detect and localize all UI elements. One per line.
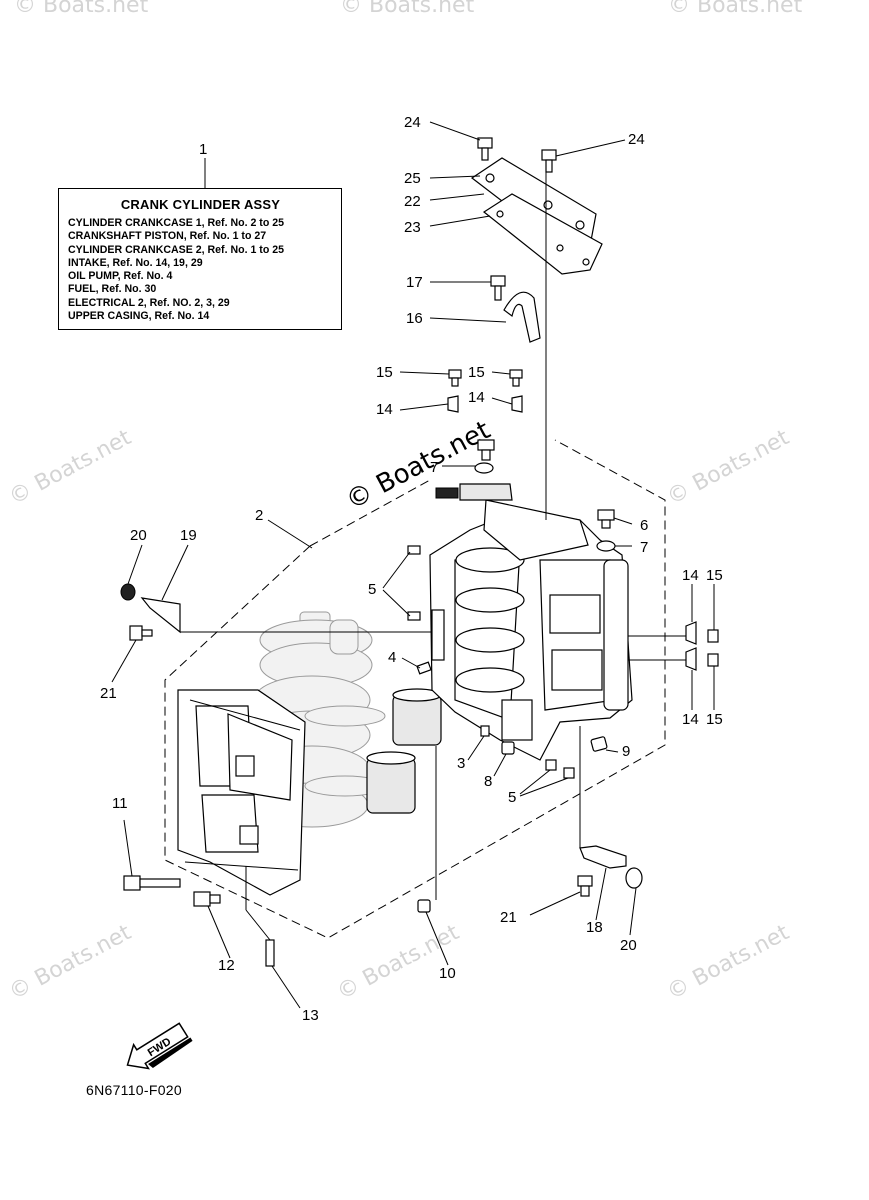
callout-20: 20 (620, 937, 637, 954)
callout-15: 15 (706, 711, 723, 728)
assembly-ref-line: UPPER CASING, Ref. No. 14 (68, 310, 210, 323)
callout-14: 14 (682, 567, 699, 584)
callout-4: 4 (388, 649, 396, 666)
dowel-8 (501, 741, 515, 755)
callout-16: 16 (406, 310, 423, 327)
watermark: © Boats.net (14, 0, 149, 18)
dowel-10 (417, 899, 431, 913)
callout-25: 25 (404, 170, 421, 187)
washer-20 (120, 583, 136, 601)
callout-10: 10 (439, 965, 456, 982)
assembly-ref-line: INTAKE, Ref. No. 14, 19, 29 (68, 256, 203, 269)
bolt-15 (509, 369, 523, 387)
watermark: © Boats.net (663, 920, 794, 1005)
assembly-ref-line: ELECTRICAL 2, Ref. NO. 2, 3, 29 (68, 296, 230, 309)
leader-lines (111, 121, 715, 1009)
intake-plate-19 (140, 597, 181, 634)
assembly-ref-line: CYLINDER CRANKCASE 2, Ref. No. 1 to 25 (68, 243, 285, 256)
callout-1: 1 (199, 141, 207, 158)
bolt-17 (490, 275, 506, 301)
callout-22: 22 (404, 193, 421, 210)
callout-8: 8 (484, 773, 492, 790)
watermark-layer: © Boats.net © Boats.net © Boats.net © Bo… (5, 0, 803, 1005)
screw-21-right (577, 875, 593, 897)
callout-5: 5 (368, 581, 376, 598)
forward-arrow-icon: FWD (126, 1022, 193, 1070)
callout-13: 13 (302, 1007, 319, 1024)
fitting-5 (407, 545, 421, 621)
piston-upper (392, 688, 442, 746)
callout-15: 15 (376, 364, 393, 381)
assembly-ref-line: CYLINDER CRANKCASE 1, Ref. No. 2 to 25 (68, 217, 285, 229)
callout-14: 14 (376, 401, 393, 418)
hose-clamp (503, 291, 541, 343)
washer-7 (474, 462, 494, 474)
bolt-12 (193, 891, 221, 907)
callout-numbers: 1 2 3 4 5 5 6 7 7 8 9 10 11 12 13 14 14 … (100, 114, 723, 1024)
crankcase (177, 689, 306, 896)
bracket-14 (511, 395, 523, 413)
assembly-outline (164, 439, 666, 939)
watermark: © Boats.net (5, 425, 136, 510)
watermark: © Boats.net (663, 425, 794, 510)
watermark: © Boats.net (668, 0, 803, 18)
callout-24: 24 (404, 114, 421, 131)
callout-23: 23 (404, 219, 421, 236)
pin-3 (480, 725, 490, 737)
bracket-18 (579, 845, 627, 869)
bolt-15 (448, 369, 462, 387)
assembly-title: CRANK CYLINDER ASSY (120, 197, 281, 212)
callout-11: 11 (112, 795, 128, 812)
assembly-info-box: CRANK CYLINDER ASSY CYLINDER CRANKCASE 1… (58, 188, 342, 330)
callout-7: 7 (640, 539, 648, 556)
callout-14: 14 (468, 389, 485, 406)
bolt-15-right (707, 629, 719, 667)
cap-20 (625, 867, 643, 889)
bolt-6 (597, 509, 615, 529)
piston-lower (366, 751, 416, 814)
callout-5: 5 (508, 789, 516, 806)
callout-3: 3 (457, 755, 465, 772)
callout-17: 17 (406, 274, 423, 291)
callout-20: 20 (130, 527, 147, 544)
watermark: © Boats.net (5, 920, 136, 1005)
bracket-14 (447, 395, 459, 413)
callout-15: 15 (468, 364, 485, 381)
bolt-24-left (477, 137, 493, 161)
diagram-reference-code: 6N67110-F020 (86, 1082, 182, 1098)
callout-2: 2 (255, 507, 263, 524)
bolt-7 (477, 439, 495, 461)
watermark: © Boats.net (333, 920, 464, 1005)
callout-6: 6 (640, 517, 648, 534)
fitting-4 (416, 661, 432, 675)
callout-21: 21 (100, 685, 117, 702)
callout-19: 19 (180, 527, 197, 544)
screw-21-left (129, 625, 153, 641)
fitting-5-lower (545, 759, 575, 779)
callout-9: 9 (622, 743, 630, 760)
bolt-24-right (541, 149, 557, 173)
bolt-11 (123, 875, 181, 891)
cylinder-block (429, 483, 633, 761)
watermark: © Boats.net (340, 0, 475, 18)
callout-15: 15 (706, 567, 723, 584)
callout-24: 24 (628, 131, 645, 148)
callout-18: 18 (586, 919, 603, 936)
dowel-9 (590, 736, 608, 752)
callout-21: 21 (500, 909, 517, 926)
callout-7: 7 (430, 459, 438, 476)
assembly-ref-line: FUEL, Ref. No. 30 (68, 283, 157, 296)
stud-13 (265, 939, 275, 967)
callout-14: 14 (682, 711, 699, 728)
bracket-14-right (685, 621, 697, 671)
assembly-ref-line: CRANKSHAFT PISTON, Ref. No. 1 to 27 (68, 230, 267, 243)
callout-12: 12 (218, 957, 235, 974)
assembly-ref-line: OIL PUMP, Ref. No. 4 (68, 270, 173, 283)
washer-7-right (596, 540, 616, 552)
cover-gasket (482, 193, 603, 275)
